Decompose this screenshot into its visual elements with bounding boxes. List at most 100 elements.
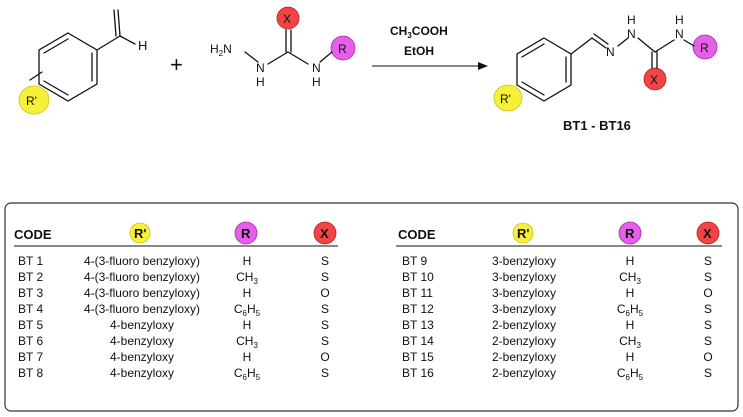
row-r: H	[626, 254, 635, 268]
row-code: BT 15	[402, 350, 434, 364]
right-table-header: CODE R' R X	[396, 221, 722, 247]
row-rprime: 4-(3-fluoro benzyloxy)	[84, 302, 200, 316]
row-x: S	[704, 254, 712, 268]
product-n2-n: N	[627, 27, 636, 41]
row-r: H	[626, 318, 635, 332]
row-x: S	[704, 334, 712, 348]
row-code: BT 3	[18, 286, 43, 300]
product-series-label: BT1 - BT16	[563, 118, 631, 133]
row-code: BT 9	[402, 254, 427, 268]
row-code: BT 7	[18, 350, 43, 364]
product-r-highlight	[692, 34, 718, 60]
product-n3-h: H	[675, 13, 684, 27]
row-rprime: 4-(3-fluoro benzyloxy)	[84, 286, 200, 300]
product-rprime: R'	[500, 92, 511, 106]
row-r: CH3	[619, 334, 641, 350]
row-r: H	[626, 350, 635, 364]
product-x-highlight	[643, 67, 667, 91]
row-code: BT 4	[18, 302, 43, 316]
left-header-rprime-circle	[129, 222, 151, 244]
row-r: C6H5	[234, 366, 261, 382]
right-header-r-circle	[618, 221, 642, 245]
product-rprime-highlight	[493, 84, 523, 112]
aldehyde-h: H	[138, 38, 147, 53]
row-rprime: 3-benzyloxy	[492, 270, 556, 284]
reagent-nh2-h: H	[312, 75, 321, 89]
row-x: S	[321, 318, 329, 332]
row-rprime: 3-benzyloxy	[492, 254, 556, 268]
left-header-r-circle	[234, 221, 258, 245]
product-structure: N H N H N X R R' BT1 - BT16	[493, 13, 718, 133]
row-x: S	[321, 334, 329, 348]
row-code: BT 10	[402, 270, 434, 284]
row-code: BT 8	[18, 366, 43, 380]
row-rprime: 4-benzyloxy	[110, 366, 174, 380]
row-code: BT 6	[18, 334, 43, 348]
right-header-r: R	[625, 226, 635, 241]
plus-sign: +	[170, 52, 183, 77]
right-header-rprime: R'	[517, 226, 529, 241]
left-header-rprime: R'	[134, 226, 146, 241]
row-code: BT 11	[402, 286, 433, 300]
row-code: BT 12	[402, 302, 434, 316]
table-row: BT 7 4-benzyloxy H O	[18, 350, 330, 364]
row-x: S	[321, 302, 329, 316]
reagent-structure: X H2N N H N H R	[210, 6, 356, 89]
reagent-nh1-h: H	[256, 75, 265, 89]
product-n3-n: N	[675, 27, 684, 41]
row-x: S	[321, 366, 329, 380]
row-x: O	[703, 350, 712, 364]
reaction-arrow: CH3COOH EtOH	[372, 24, 488, 70]
row-x: O	[320, 350, 329, 364]
compound-table-box	[4, 202, 739, 412]
product-x: X	[650, 73, 658, 87]
row-rprime: 4-benzyloxy	[110, 334, 174, 348]
reagent-nh1-n: N	[256, 61, 265, 75]
right-header-x: X	[703, 226, 712, 241]
right-header-code: CODE	[398, 227, 436, 242]
row-r: CH3	[236, 334, 258, 350]
left-header-x: X	[320, 226, 329, 241]
row-rprime: 4-benzyloxy	[110, 350, 174, 364]
rprime-highlight	[18, 85, 50, 115]
row-code: BT 13	[402, 318, 434, 332]
reagent-r-highlight	[330, 35, 356, 61]
row-r: H	[243, 286, 252, 300]
row-code: BT 5	[18, 318, 43, 332]
row-x: S	[704, 318, 712, 332]
table-row: BT 6 4-benzyloxy CH3 S	[18, 334, 329, 350]
row-rprime: 3-benzyloxy	[492, 302, 556, 316]
right-header-rprime-circle	[512, 222, 534, 244]
row-x: O	[703, 286, 712, 300]
left-table-header: CODE R' R X	[14, 221, 338, 247]
row-x: S	[321, 270, 329, 284]
row-r: H	[243, 254, 252, 268]
reagent-x-highlight	[276, 6, 300, 30]
left-header-r: R	[241, 226, 251, 241]
condition-solvent: EtOH	[404, 44, 434, 58]
row-rprime: 2-benzyloxy	[492, 366, 556, 380]
condition-acid: CH3COOH	[390, 24, 448, 40]
row-x: S	[704, 270, 712, 284]
row-rprime: 4-(3-fluoro benzyloxy)	[84, 254, 200, 268]
row-r: C6H5	[617, 366, 644, 382]
row-r: C6H5	[234, 302, 261, 318]
aldehyde-structure: H R'	[18, 9, 147, 115]
right-header-x-circle	[696, 221, 720, 245]
row-r: H	[243, 318, 252, 332]
product-n1: N	[606, 45, 615, 59]
row-r: H	[243, 350, 252, 364]
row-rprime: 2-benzyloxy	[492, 318, 556, 332]
row-code: BT 1	[18, 254, 43, 268]
row-r: CH3	[236, 270, 258, 286]
